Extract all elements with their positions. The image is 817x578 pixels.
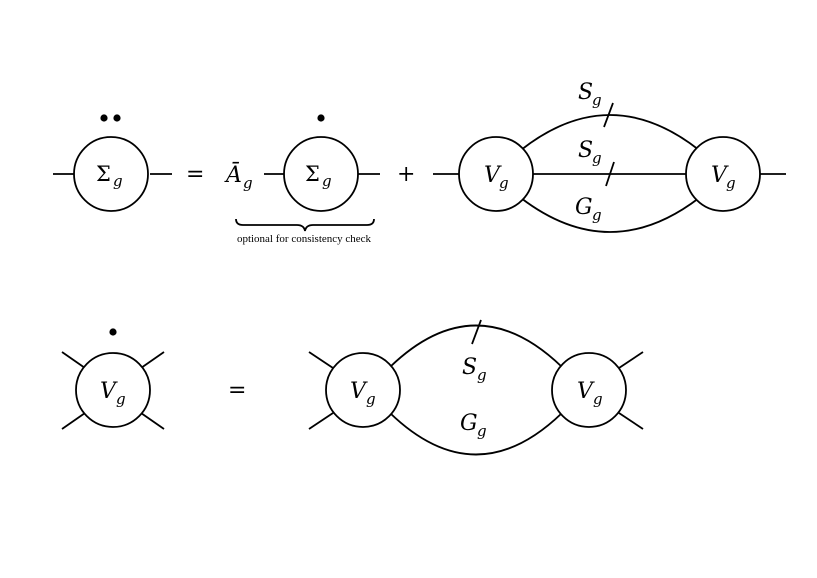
plus-sign: + — [397, 162, 415, 187]
term2-top-propagator — [520, 114, 700, 151]
lhs-sigma-symbol: Σ — [96, 162, 111, 186]
rhs-right-vertex-symbol: V — [577, 379, 595, 404]
rhs-top-label-symbol: S — [462, 355, 477, 380]
lhs-sigma-blob: Σ g — [53, 114, 172, 212]
first-derivative-dot — [317, 114, 325, 122]
vertex-derivative-dot — [109, 328, 117, 336]
term1-abar-sigma: Ā g Σ g optional for consistency check — [224, 114, 380, 245]
lhs-vertex-leg-top-right — [140, 351, 165, 369]
lhs-vertex-subscript: g — [116, 390, 126, 408]
rhs-top-propagator — [389, 324, 563, 368]
rhs-top-label-subscript: g — [477, 366, 487, 384]
term2-right-vertex-subscript: g — [726, 174, 736, 192]
equals-sign-1: = — [186, 162, 204, 187]
term2-bottom-propagator — [520, 197, 700, 233]
lhs-vertex-leg-bottom-right — [140, 412, 165, 430]
lhs-sigma-circle — [73, 136, 149, 212]
equation-1: Σ g = Ā g Σ g optional for consistency c… — [53, 80, 786, 245]
term2-left-vertex-circle — [458, 136, 534, 212]
lhs-vertex-leg-top-left — [61, 351, 86, 369]
equation-2: V g = V g V g S g G g — [61, 319, 644, 456]
term1-abar-subscript: g — [243, 174, 253, 192]
term2-top-label-subscript: g — [592, 91, 602, 109]
term2-middle-label-symbol: S — [578, 138, 593, 163]
rhs-left-vertex-leg-top — [308, 351, 334, 369]
term2-left-vertex-symbol: V — [484, 163, 502, 188]
rhs-bottom-label-subscript: g — [477, 422, 487, 440]
rhs-left-vertex-subscript: g — [366, 390, 376, 408]
lhs-sigma-subscript: g — [113, 172, 123, 190]
term1-sigma-circle — [283, 136, 359, 212]
term1-sigma-subscript: g — [322, 172, 332, 190]
rhs-bubble-diagram: V g V g S g G g — [308, 319, 644, 456]
rhs-right-vertex-leg-bottom — [618, 412, 644, 430]
rhs-right-vertex-subscript: g — [593, 390, 603, 408]
term1-abar-symbol: Ā — [224, 162, 242, 188]
rhs-left-vertex-leg-bottom — [308, 412, 334, 430]
underbrace-note: optional for consistency check — [237, 233, 372, 245]
rhs-right-vertex-circle — [551, 352, 627, 428]
second-derivative-dot-right — [113, 114, 121, 122]
rhs-left-vertex-symbol: V — [350, 379, 368, 404]
term2-bottom-label-symbol: G — [575, 195, 593, 220]
term1-sigma-symbol: Σ — [305, 162, 320, 186]
underbrace — [235, 218, 375, 232]
term2-top-regulator-slash — [603, 102, 614, 128]
second-derivative-dot-left — [100, 114, 108, 122]
rhs-bottom-propagator — [389, 412, 563, 456]
term2-top-label-symbol: S — [578, 80, 593, 105]
lhs-vertex-circle — [75, 352, 151, 428]
rhs-right-vertex-leg-top — [618, 351, 644, 369]
term2-middle-label-subscript: g — [592, 149, 602, 167]
rhs-regulator-slash — [471, 319, 482, 345]
equals-sign-2: = — [228, 378, 246, 403]
lhs-vertex-leg-bottom-left — [61, 412, 86, 430]
term2-middle-regulator-slash — [605, 161, 615, 187]
term2-bottom-label-subscript: g — [592, 206, 602, 224]
term2-sunset-diagram: V g V g S g S g G g — [433, 80, 786, 233]
lhs-vertex-blob: V g — [61, 328, 165, 430]
rhs-bottom-label-symbol: G — [460, 411, 478, 436]
lhs-vertex-symbol: V — [100, 379, 118, 404]
term2-right-vertex-symbol: V — [711, 163, 729, 188]
term2-left-vertex-subscript: g — [499, 174, 509, 192]
term2-right-vertex-circle — [685, 136, 761, 212]
rhs-left-vertex-circle — [325, 352, 401, 428]
